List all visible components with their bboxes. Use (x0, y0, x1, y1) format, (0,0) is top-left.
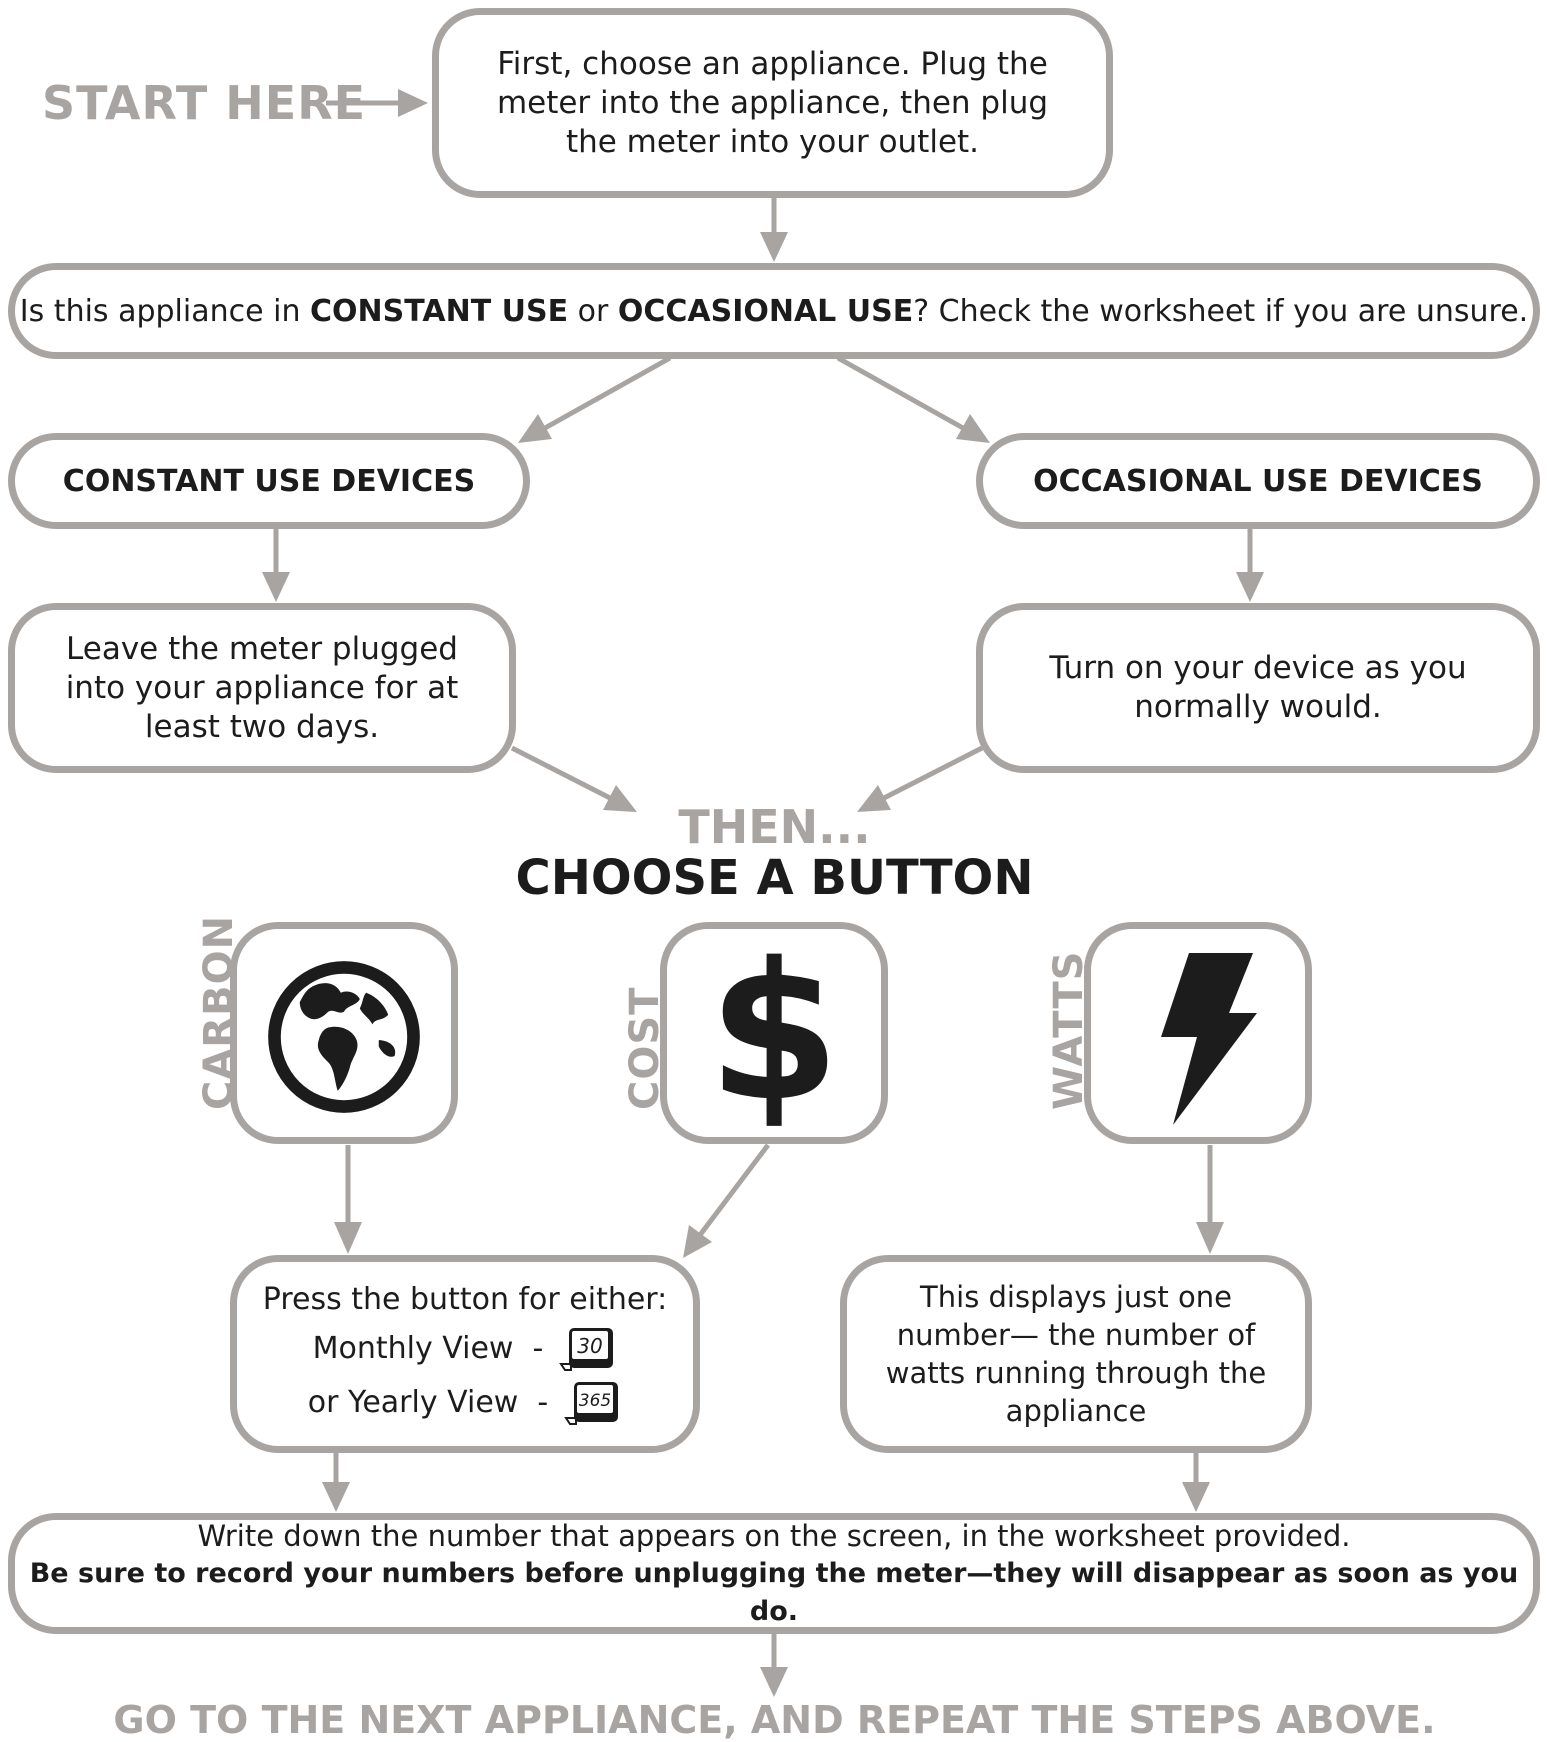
constant-use-box: CONSTANT USE DEVICES (8, 433, 530, 529)
lightning-icon (1161, 953, 1257, 1125)
write-text: Write down the number that appears on th… (197, 1518, 1351, 1553)
cost-button[interactable]: $ (660, 922, 888, 1144)
arrow-cost-press (698, 1143, 770, 1237)
yearly-calendar-icon: 365 (564, 1382, 619, 1425)
question-occasional: OCCASIONAL USE (617, 293, 914, 329)
constant-text: Leave the meter plugged into your applia… (65, 630, 459, 745)
question-pre: Is this appliance in (19, 293, 310, 329)
press-box: Press the button for either: Monthly Vie… (230, 1255, 700, 1453)
question-post: ? Check the worksheet if you are unsure. (913, 293, 1529, 329)
watts-button[interactable] (1084, 922, 1312, 1144)
occasional-text-box: Turn on your device as you normally woul… (976, 603, 1540, 773)
question-mid: or (568, 293, 618, 329)
choose-button-label: CHOOSE A BUTTON (515, 850, 1034, 906)
yearly-view-label: or Yearly View - (307, 1385, 549, 1420)
step1-box: First, choose an appliance. Plug the met… (432, 8, 1113, 198)
step1-text: First, choose an appliance. Plug the met… (496, 45, 1049, 160)
arrow-occasional-then (882, 745, 984, 801)
monthly-number: 30 (578, 1334, 603, 1358)
watts-text-box: This displays just one number— the numbe… (840, 1255, 1312, 1453)
monthly-calendar-icon: 30 (559, 1328, 614, 1371)
monthly-row: Monthly View - 30 (313, 1326, 618, 1372)
start-here-label: START HERE (42, 76, 367, 130)
write-bold-text: Be sure to record your numbers before un… (29, 1557, 1519, 1627)
question-box: Is this appliance in CONSTANT USE or OCC… (8, 263, 1540, 359)
yearly-row: or Yearly View - 365 (308, 1380, 622, 1426)
arrow-question-occasional (836, 355, 965, 431)
occasional-use-title: OCCASIONAL USE DEVICES (1033, 463, 1483, 499)
occasional-use-box: OCCASIONAL USE DEVICES (976, 433, 1540, 529)
constant-use-title: CONSTANT USE DEVICES (62, 463, 476, 499)
arrow-constant-then (510, 745, 612, 801)
press-title: Press the button for either: (262, 1282, 668, 1317)
footer-label: GO TO THE NEXT APPLIANCE, AND REPEAT THE… (113, 1698, 1436, 1742)
question-constant: CONSTANT USE (310, 293, 569, 329)
dollar-icon: $ (707, 922, 841, 1143)
carbon-button[interactable] (230, 922, 458, 1144)
occasional-text: Turn on your device as you normally woul… (1049, 650, 1467, 725)
constant-text-box: Leave the meter plugged into your applia… (8, 603, 516, 773)
arrow-question-constant (543, 355, 672, 431)
question-text: Is this appliance in CONSTANT USE or OCC… (20, 292, 1528, 331)
monthly-view-label: Monthly View - (312, 1331, 544, 1366)
write-box: Write down the number that appears on th… (8, 1513, 1540, 1634)
globe-icon (268, 961, 420, 1113)
watts-text: This displays just one number— the numbe… (885, 1280, 1267, 1428)
yearly-number: 365 (579, 1391, 611, 1411)
then-label: THEN... (678, 800, 871, 854)
